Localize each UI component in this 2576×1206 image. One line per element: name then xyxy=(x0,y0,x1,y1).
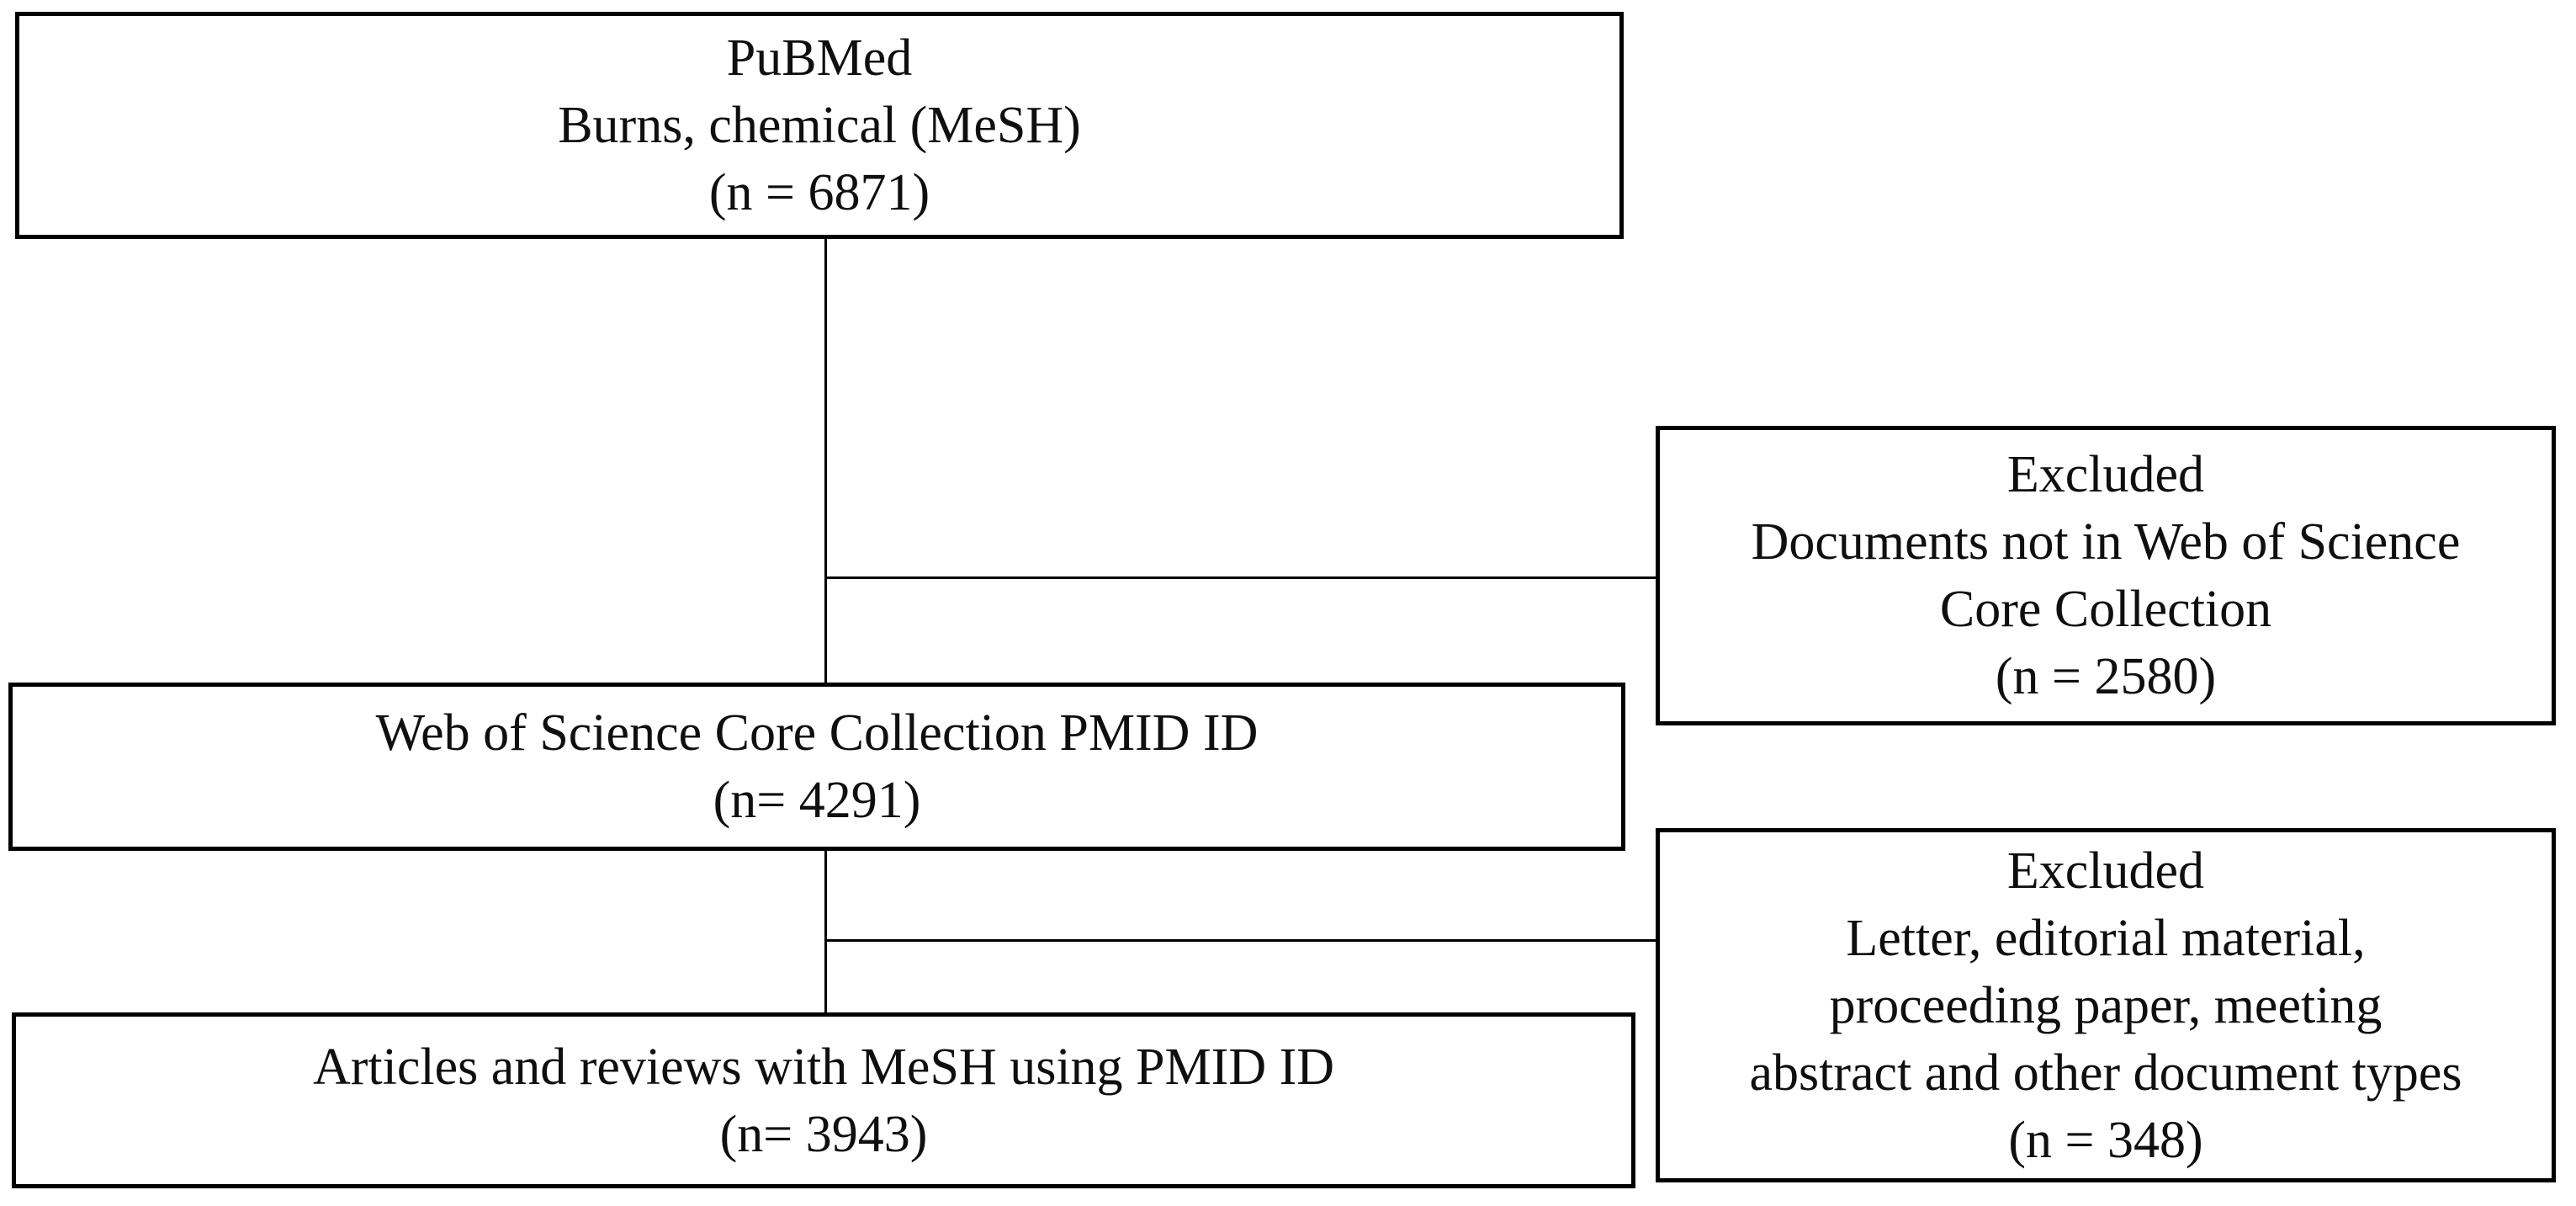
excluded-wos-count: (n = 2580) xyxy=(1995,648,2217,705)
box-articles-count: (n= 3943) xyxy=(719,1105,928,1163)
excluded-types-title: Excluded xyxy=(2006,842,2205,900)
excluded-types-line-4: abstract and other document types xyxy=(1749,1044,2462,1102)
connector-horizontal-to-excluded-types xyxy=(826,939,1656,942)
connector-vertical-wos-to-articles xyxy=(824,850,827,1013)
box-pubmed-line-1: PuBMed xyxy=(726,29,913,87)
excluded-types-count: (n = 348) xyxy=(2008,1111,2203,1169)
excluded-wos-line-3: Core Collection xyxy=(1939,581,2272,638)
box-wos-line-1: Web of Science Core Collection PMID ID xyxy=(375,704,1259,762)
connector-horizontal-to-excluded-wos xyxy=(826,576,1656,579)
box-excluded-not-in-wos: Excluded Documents not in Web of Science… xyxy=(1656,426,2556,725)
excluded-wos-line-2: Documents not in Web of Science xyxy=(1751,513,2461,571)
box-pubmed-count: (n = 6871) xyxy=(708,164,930,221)
excluded-types-line-2: Letter, editorial material, xyxy=(1846,909,2366,967)
box-pubmed-source: PuBMed Burns, chemical (MeSH) (n = 6871) xyxy=(15,12,1624,239)
box-excluded-document-types: Excluded Letter, editorial material, pro… xyxy=(1656,828,2556,1182)
connector-vertical-pubmed-to-wos xyxy=(824,238,827,683)
box-pubmed-line-2: Burns, chemical (MeSH) xyxy=(558,97,1081,154)
box-wos-core-collection: Web of Science Core Collection PMID ID (… xyxy=(8,683,1625,851)
box-articles-reviews: Articles and reviews with MeSH using PMI… xyxy=(12,1012,1635,1188)
box-wos-count: (n= 4291) xyxy=(713,772,921,829)
excluded-wos-title: Excluded xyxy=(2006,446,2205,503)
excluded-types-line-3: proceeding paper, meeting xyxy=(1829,976,2383,1034)
box-articles-line-1: Articles and reviews with MeSH using PMI… xyxy=(312,1038,1335,1096)
